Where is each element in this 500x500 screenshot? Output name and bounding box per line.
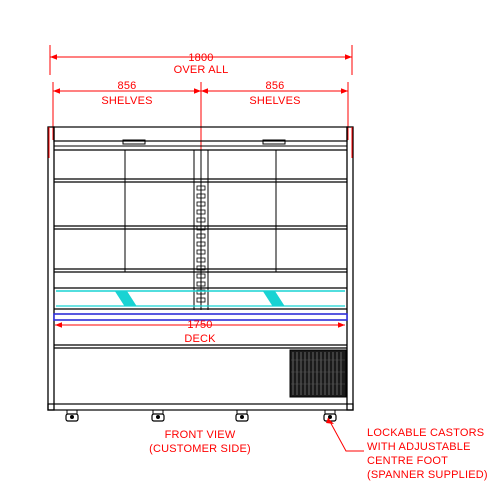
upright-slot [196, 217, 206, 223]
centre-upright [196, 150, 206, 310]
castor-callout: LOCKABLE CASTORS WITH ADJUSTABLE CENTRE … [326, 417, 488, 481]
castor-wheel-icon [65, 409, 79, 422]
overall-label: OVER ALL [174, 64, 229, 76]
upright-slot [196, 241, 206, 247]
overall-dimension: 1800 OVER ALL [49, 45, 353, 76]
view-caption-line-1: FRONT VIEW [165, 429, 236, 441]
castor-wheel-icon [151, 409, 165, 422]
upright-slot [196, 249, 206, 255]
shelf-left-value: 856 [118, 80, 137, 92]
overall-value: 1800 [188, 52, 213, 64]
deck-label: DECK [184, 333, 216, 345]
upright-slot [196, 225, 206, 231]
upright-slot [196, 265, 206, 271]
shelf-dimension-left: 856 SHELVES [52, 80, 202, 152]
deck-dimension: 1750 DECK [55, 319, 345, 345]
castor-caption-line-4: (SPANNER SUPPLIED) [367, 469, 488, 481]
upright-slot [196, 289, 206, 295]
upright-slot [196, 257, 206, 263]
castor-wheel-icon [323, 409, 337, 422]
upright-slot [196, 209, 206, 215]
view-caption-line-2: (CUSTOMER SIDE) [149, 443, 251, 455]
cabinet-base [47, 344, 354, 411]
castor-wheel-icon [235, 409, 249, 422]
deck-shelf [53, 287, 348, 321]
upright-slot [196, 297, 206, 303]
front-view-caption: FRONT VIEW (CUSTOMER SIDE) [149, 429, 251, 455]
shelf-right-value: 856 [266, 80, 285, 92]
shelf-left-label: SHELVES [101, 95, 152, 107]
deck-value: 1750 [187, 319, 212, 331]
shelf-dimension-right: 856 SHELVES [201, 80, 349, 140]
upright-slot [196, 193, 206, 199]
castor-caption-line-3: CENTRE FOOT [367, 455, 448, 467]
castors [65, 409, 337, 422]
condenser-grille [289, 349, 347, 398]
shelf-right-label: SHELVES [249, 95, 300, 107]
upright-slot [196, 273, 206, 279]
upright-slot [196, 185, 206, 191]
upright-slot [196, 233, 206, 239]
upright-slot [196, 281, 206, 287]
castor-caption-line-2: WITH ADJUSTABLE [367, 441, 471, 453]
upright-slot [196, 201, 206, 207]
castor-caption-line-1: LOCKABLE CASTORS [367, 427, 484, 439]
